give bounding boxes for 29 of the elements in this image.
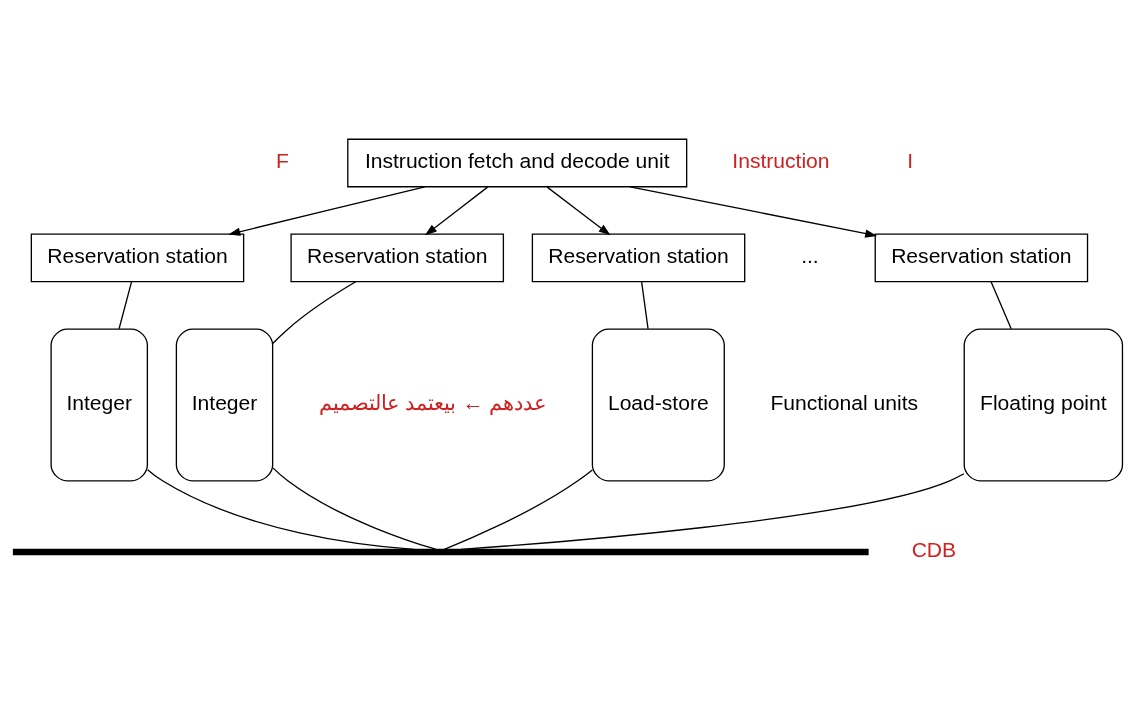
node-box: Integer [175,328,274,482]
node-bar [12,548,869,556]
connector [272,467,437,550]
node-box: Load-store [591,328,725,482]
node-box: Integer [50,328,149,482]
label: Instruction [732,149,830,173]
connector [460,473,965,550]
node-box: Floating point [963,328,1124,482]
connector [990,281,1012,330]
node-box: Reservation station [290,233,505,283]
label: F [276,149,289,173]
label: عددهم ← بيعتمد عالتصميم [318,390,548,414]
node-box: Reservation station [531,233,746,283]
label: Functional units [770,390,919,414]
label: ... [801,243,819,267]
connector [272,281,357,345]
label: CDB [911,538,957,561]
connector [118,281,133,330]
label: I [907,149,914,173]
arrow [425,186,489,236]
arrow [546,186,611,236]
node-box: Reservation station [874,233,1089,283]
arrow [228,186,426,236]
connector [443,469,593,550]
arrow [629,186,878,238]
connector [147,468,415,550]
connector [640,281,649,330]
node-box: Instruction fetch and decode unit [347,138,688,188]
node-box: Reservation station [30,233,245,283]
